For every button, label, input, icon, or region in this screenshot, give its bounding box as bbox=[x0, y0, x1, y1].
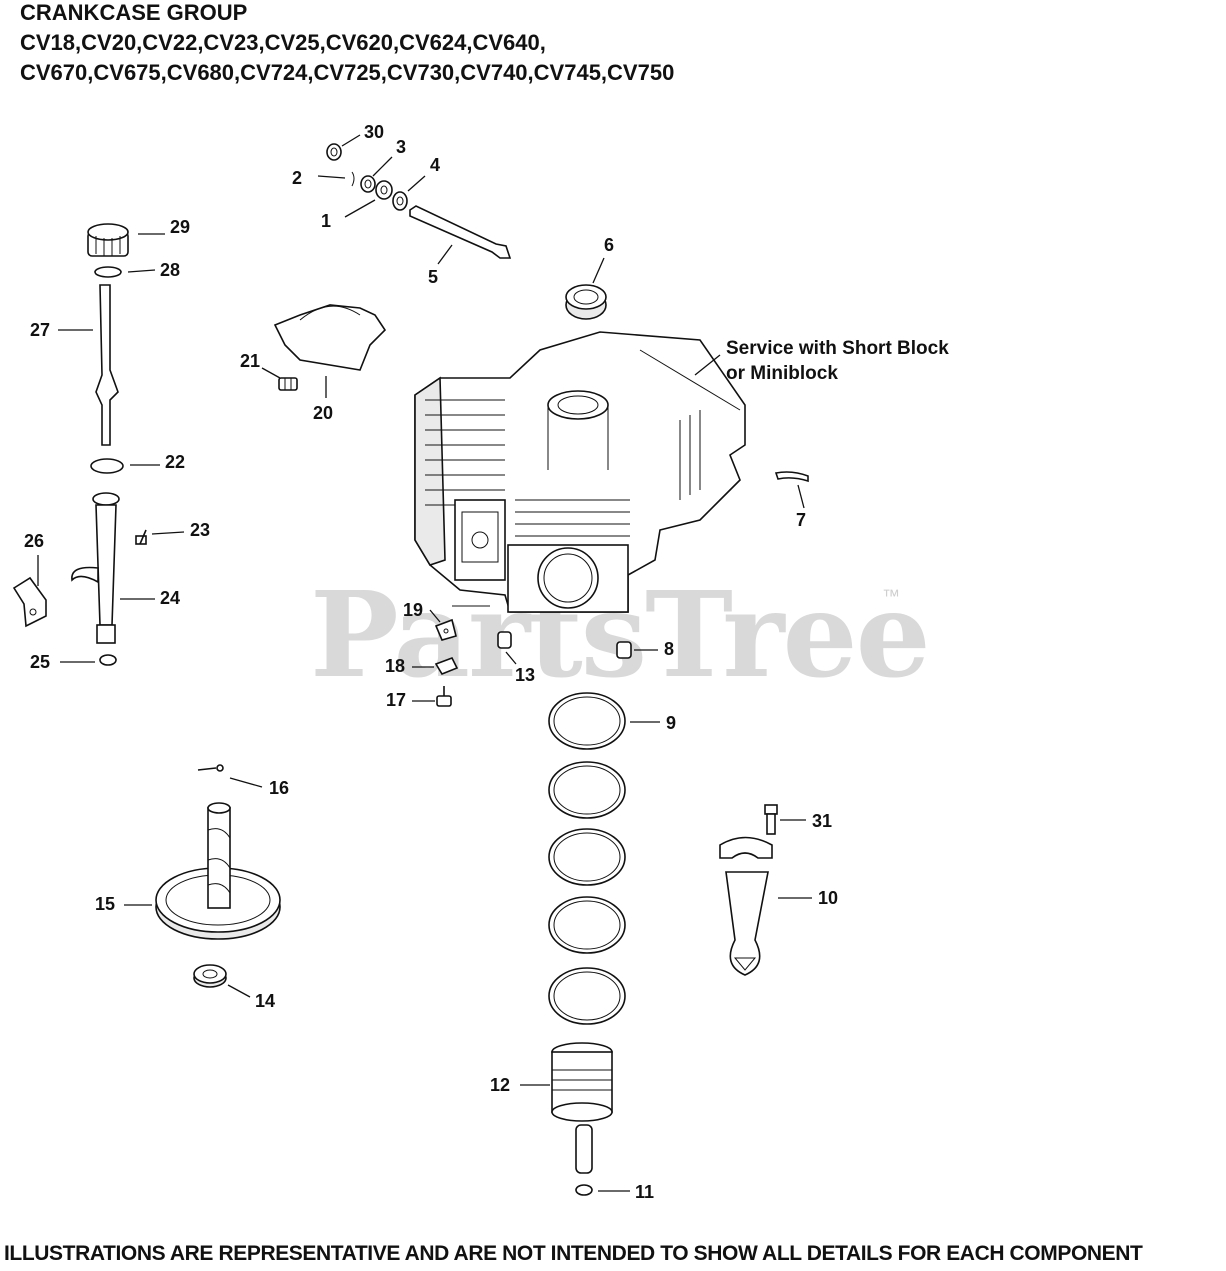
part-21-screw[interactable] bbox=[261, 367, 298, 391]
label-part-6: 6 bbox=[604, 235, 614, 255]
part-31-bolt[interactable] bbox=[764, 804, 806, 835]
label-part-21: 21 bbox=[240, 351, 260, 371]
model-list-line-1: CV18,CV20,CV22,CV23,CV25,CV620,CV624,CV6… bbox=[20, 30, 546, 55]
page-title: CRANKCASE GROUP bbox=[20, 0, 248, 25]
crankcase-block[interactable] bbox=[414, 331, 746, 613]
label-part-27: 27 bbox=[30, 320, 50, 340]
label-part-1: 1 bbox=[321, 211, 331, 231]
label-part-24: 24 bbox=[160, 588, 180, 608]
label-part-7: 7 bbox=[796, 510, 806, 530]
part-28-o-ring[interactable] bbox=[94, 266, 156, 278]
label-part-19: 19 bbox=[403, 600, 423, 620]
part-4-seal[interactable] bbox=[392, 175, 426, 211]
label-part-8: 8 bbox=[664, 639, 674, 659]
service-note-line-2: or Miniblock bbox=[726, 363, 838, 384]
label-part-16: 16 bbox=[269, 778, 289, 798]
label-part-12: 12 bbox=[490, 1075, 510, 1095]
label-part-15: 15 bbox=[95, 894, 115, 914]
part-16-key[interactable] bbox=[197, 764, 263, 788]
part-20-breather-cover[interactable] bbox=[273, 304, 387, 398]
label-part-4: 4 bbox=[430, 155, 440, 175]
part-5-governor-shaft[interactable] bbox=[409, 205, 512, 265]
label-part-26: 26 bbox=[24, 531, 44, 551]
label-part-11: 11 bbox=[635, 1182, 654, 1202]
service-note-line-1: Service with Short Block bbox=[726, 338, 949, 359]
part-18-clip[interactable] bbox=[412, 656, 459, 675]
label-part-18: 18 bbox=[385, 656, 405, 676]
part-7-hose[interactable] bbox=[774, 471, 809, 509]
label-part-22: 22 bbox=[165, 452, 185, 472]
label-part-23: 23 bbox=[190, 520, 210, 540]
label-part-3: 3 bbox=[396, 137, 406, 157]
model-list-line-2: CV670,CV675,CV680,CV724,CV725,CV730,CV74… bbox=[20, 60, 675, 85]
label-part-31: 31 bbox=[812, 811, 832, 831]
part-6-oil-seal[interactable] bbox=[565, 257, 607, 320]
part-8-plug[interactable] bbox=[616, 641, 658, 659]
part-1-washer[interactable] bbox=[344, 180, 393, 218]
label-part-9: 9 bbox=[666, 713, 676, 733]
label-part-5: 5 bbox=[428, 267, 438, 287]
label-part-10: 10 bbox=[818, 888, 838, 908]
part-30-washer[interactable] bbox=[326, 134, 361, 161]
part-3-bushing[interactable] bbox=[360, 156, 393, 193]
part-15-camshaft[interactable] bbox=[124, 802, 281, 940]
part-2-pin[interactable] bbox=[317, 171, 355, 187]
part-26-bracket[interactable] bbox=[12, 555, 47, 628]
part-11-piston-pin[interactable] bbox=[575, 1124, 630, 1196]
label-part-28: 28 bbox=[160, 260, 180, 280]
service-callout-leader bbox=[694, 354, 721, 376]
part-25-o-ring[interactable] bbox=[60, 654, 117, 666]
part-10-connecting-rod[interactable] bbox=[719, 836, 812, 976]
watermark-trademark: ™ bbox=[882, 586, 900, 606]
part-23-screw[interactable] bbox=[135, 529, 185, 545]
part-29-oil-fill-cap[interactable] bbox=[87, 223, 165, 257]
label-part-25: 25 bbox=[30, 652, 50, 672]
label-part-20: 20 bbox=[313, 403, 333, 423]
disclaimer-footer: ILLUSTRATIONS ARE REPRESENTATIVE AND ARE… bbox=[4, 1242, 1143, 1265]
part-13-dowel[interactable] bbox=[497, 631, 517, 665]
part-14-washer[interactable] bbox=[193, 964, 251, 998]
label-part-13: 13 bbox=[515, 665, 535, 685]
part-9-piston-ring-set[interactable] bbox=[548, 692, 660, 1025]
part-22-o-ring[interactable] bbox=[90, 458, 160, 474]
part-24-dipstick-tube[interactable] bbox=[71, 492, 155, 644]
label-part-2: 2 bbox=[292, 168, 302, 188]
label-part-30: 30 bbox=[364, 122, 384, 142]
part-27-dipstick[interactable] bbox=[58, 284, 119, 446]
label-part-17: 17 bbox=[386, 690, 406, 710]
label-part-29: 29 bbox=[170, 217, 190, 237]
part-17-screw[interactable] bbox=[412, 686, 452, 707]
label-part-14: 14 bbox=[255, 991, 275, 1011]
part-12-piston[interactable] bbox=[520, 1042, 613, 1122]
part-19-clip[interactable] bbox=[429, 605, 490, 641]
